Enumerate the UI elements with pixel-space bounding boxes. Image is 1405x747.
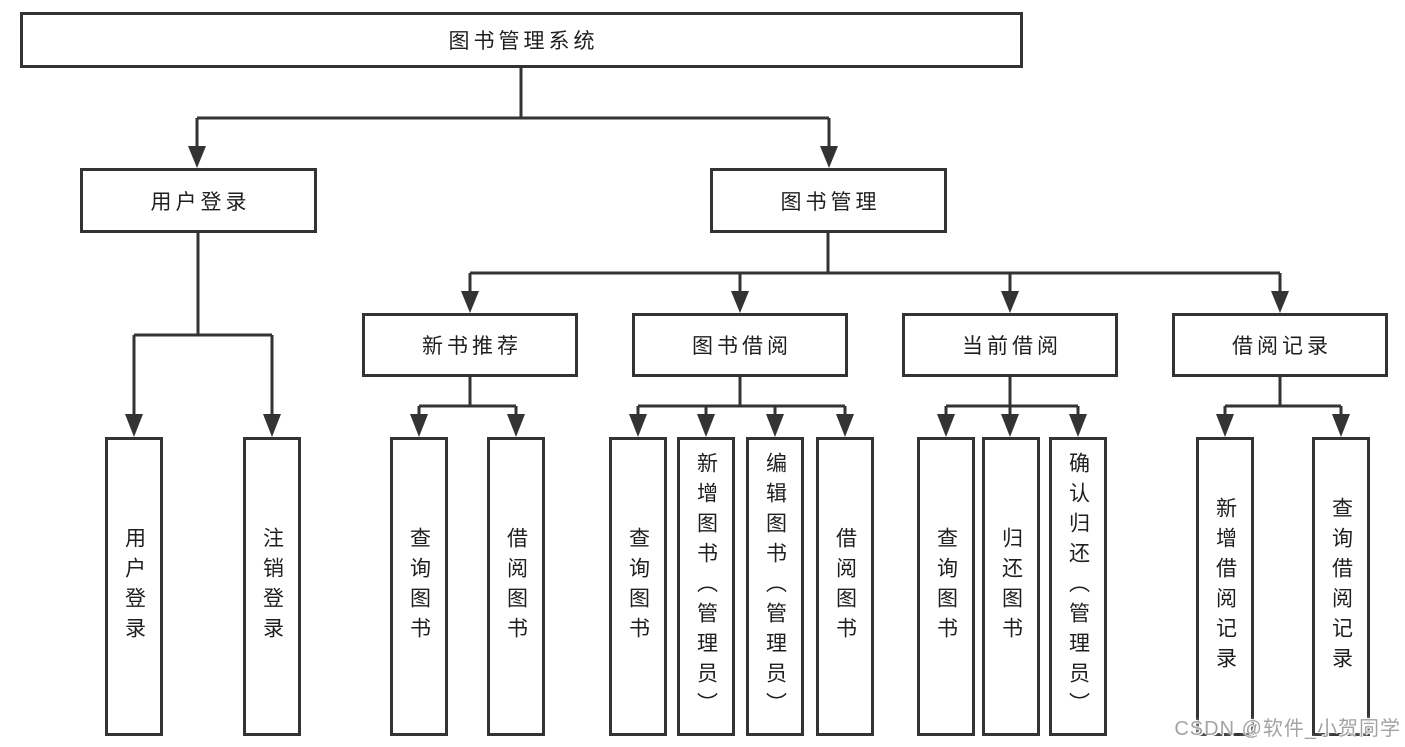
leaf-confirm-return-admin: 确认归还（管理员） — [1049, 437, 1107, 736]
leaf-label: 借阅图书 — [833, 526, 857, 647]
leaf-user-login: 用户登录 — [105, 437, 163, 736]
leaf-label: 查询图书 — [934, 526, 958, 647]
watermark-text: CSDN @软件_小贺同学 — [1174, 718, 1401, 740]
leaf-label: 用户登录 — [122, 526, 146, 647]
leaf-query-books-current: 查询图书 — [917, 437, 975, 736]
leaf-borrow-books-recommend: 借阅图书 — [487, 437, 545, 736]
node-book-management: 图书管理 — [710, 168, 947, 233]
leaf-label: 借阅图书 — [504, 526, 528, 647]
leaf-return-books: 归还图书 — [982, 437, 1040, 736]
leaf-query-books-borrowing: 查询图书 — [609, 437, 667, 736]
leaf-add-borrow-record: 新增借阅记录 — [1196, 437, 1254, 736]
node-book-borrowing: 图书借阅 — [632, 313, 848, 377]
leaf-label: 编辑图书（管理员） — [763, 451, 787, 722]
leaf-logout: 注销登录 — [243, 437, 301, 736]
node-user-login: 用户登录 — [80, 168, 317, 233]
leaf-label: 新增图书（管理员） — [694, 451, 718, 722]
leaf-edit-books-admin: 编辑图书（管理员） — [746, 437, 804, 736]
leaf-label: 查询借阅记录 — [1329, 496, 1353, 677]
leaf-label: 确认归还（管理员） — [1066, 451, 1090, 722]
node-label: 图书管理系统 — [448, 30, 599, 53]
node-label: 借阅记录 — [1232, 335, 1332, 358]
node-label: 当前借阅 — [962, 335, 1062, 358]
node-label: 图书管理 — [780, 190, 881, 214]
leaf-query-borrow-record: 查询借阅记录 — [1312, 437, 1370, 736]
leaf-label: 新增借阅记录 — [1213, 496, 1237, 677]
node-label: 图书借阅 — [692, 335, 792, 358]
leaf-borrow-books: 借阅图书 — [816, 437, 874, 736]
leaf-label: 注销登录 — [260, 526, 284, 647]
node-current-borrowing: 当前借阅 — [902, 313, 1118, 377]
node-label: 新书推荐 — [422, 335, 522, 358]
leaf-add-books-admin: 新增图书（管理员） — [677, 437, 735, 736]
leaf-label: 查询图书 — [626, 526, 650, 647]
node-borrowing-records: 借阅记录 — [1172, 313, 1388, 377]
leaf-label: 归还图书 — [999, 526, 1023, 647]
leaf-query-books-recommend: 查询图书 — [390, 437, 448, 736]
node-label: 用户登录 — [150, 190, 251, 214]
leaf-label: 查询图书 — [407, 526, 431, 647]
arrowhead-icons — [125, 146, 1350, 437]
node-library-management-system: 图书管理系统 — [20, 12, 1023, 68]
node-new-book-recommendation: 新书推荐 — [362, 313, 578, 377]
